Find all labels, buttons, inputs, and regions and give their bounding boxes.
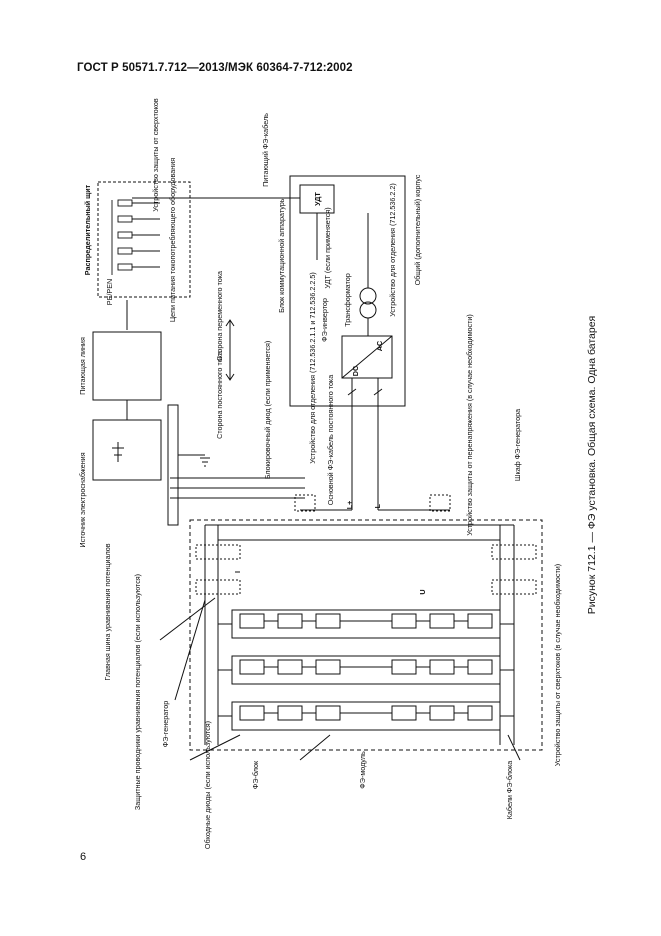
- label-fe-generator: ФЭ-генератор: [161, 701, 170, 748]
- label-rcd-note: УДТ (если применяется): [323, 207, 332, 288]
- label-l-minus: L-: [373, 501, 382, 508]
- label-fe-block: ФЭ-блок: [251, 760, 260, 789]
- page-number: 6: [80, 851, 87, 863]
- label-protective-bonding: Защитные проводники уравнивания потенциа…: [133, 574, 142, 810]
- label-transformer: Трансформатор: [343, 273, 352, 326]
- label-current-i: I: [233, 571, 242, 573]
- label-fe-inverter: ФЭ-инвертор: [320, 298, 329, 342]
- label-blocking-diode: Блокировочный диод (если применяется): [263, 341, 272, 480]
- fe-string-2: [231, 655, 501, 685]
- label-disconnect-device: Устройство для отделения (712.536.2.2): [388, 183, 397, 317]
- label-block-cables: Кабели ФЭ-блока: [505, 761, 514, 820]
- label-main-dc-cable: Основной ФЭ-кабель постоянного тока: [326, 375, 335, 506]
- generator-box: [189, 519, 543, 751]
- label-bypass-diodes: Обходные диоды (если используются): [203, 721, 212, 849]
- label-main-bonding-bar: Главная шина уравнивания потенциалов: [103, 543, 112, 680]
- fe-string-3: [231, 701, 501, 731]
- label-ac-side: Сторона переменного тока: [215, 271, 224, 361]
- label-dc: DC: [351, 366, 360, 376]
- label-surge-protection-top: Устройство защиты от сверхтоков: [151, 98, 160, 212]
- label-generator-box: Шкаф ФЭ-генератора: [513, 409, 522, 481]
- source-symbol: [112, 442, 124, 462]
- label-power-source: Источник электроснабжения: [78, 452, 87, 547]
- label-distribution-board: Распределительный щит: [83, 184, 92, 275]
- label-pe-pen: PE/PEN: [105, 279, 114, 305]
- label-dc-side: Сторона постоянного тока: [215, 351, 224, 439]
- label-common-housing: Общий (дополнительный) корпус: [413, 174, 422, 285]
- label-surge-arrester: Устройство защиты от перенапряжения (в с…: [465, 314, 474, 536]
- label-surge-protection-bottom: Устройство защиты от сверхтоков (в случа…: [553, 564, 562, 766]
- label-voltage-u: U: [418, 589, 427, 594]
- distribution-board-outline: [97, 181, 191, 298]
- inverter-box: [341, 335, 393, 379]
- label-rcd: УДТ: [313, 192, 322, 206]
- supply-line-box: [92, 331, 162, 401]
- label-separation-device-2: Устройство для отделения (712.536.2.1.1 …: [308, 272, 317, 464]
- label-ac: AC: [375, 341, 384, 351]
- separation-switches: [347, 388, 383, 396]
- fe-string-1: [231, 609, 501, 639]
- breaker-row: [111, 199, 160, 275]
- label-l-plus: L+: [345, 501, 354, 510]
- label-supply-line: Питающая линия: [78, 337, 87, 395]
- document-header: ГОСТ Р 50571.7.712—2013/МЭК 60364-7-712:…: [77, 62, 353, 74]
- main-bonding-bar: [167, 404, 179, 526]
- power-source-box: [92, 419, 162, 481]
- label-consumer-circuits: Цепи питания токопотребляющего оборудова…: [168, 158, 177, 322]
- label-supply-fe-cable: Питающий ФЭ-кабель: [261, 113, 270, 187]
- label-switching-block: Блок коммутационной аппаратуры: [277, 197, 286, 313]
- label-fe-module: ФЭ-модуль: [358, 751, 367, 789]
- common-housing-box: [289, 175, 406, 407]
